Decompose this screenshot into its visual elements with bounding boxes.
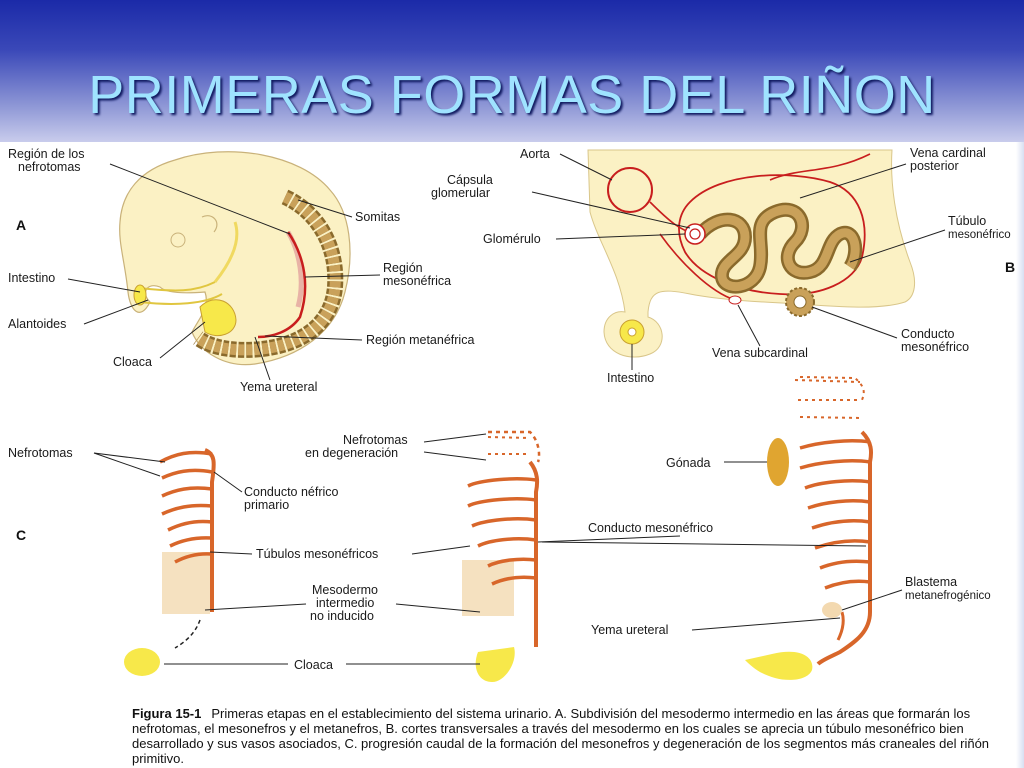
label-conducto-mesonefrico: Conducto mesonéfrico [588, 521, 713, 535]
label-nefrotomas-deg-2: en degeneración [305, 446, 398, 460]
label-aorta: Aorta [520, 147, 550, 161]
panel-c-letter: C [16, 527, 26, 543]
figure-number: Figura 15-1 [132, 706, 202, 721]
mesonephric-duct-c2 [528, 460, 540, 647]
mesonephric-duct-c3 [816, 430, 873, 666]
label-nefrotomas: Nefrotomas [8, 446, 73, 460]
glomerulus [684, 223, 706, 245]
kidney-diagram: A Región de los nefrotomas Somitas Intes… [8, 146, 1015, 682]
label-alantoides: Alantoides [8, 317, 66, 331]
label-cloaca-a: Cloaca [113, 355, 152, 369]
label-mesodermo-2: intermedio [316, 596, 374, 610]
label-capsula: Cápsula [447, 173, 493, 187]
panel-a: A Región de los nefrotomas Somitas Intes… [8, 147, 474, 394]
mesonephric-region [257, 231, 307, 339]
label-tubulo-2: mesonéfrico [948, 229, 1011, 241]
embryo-body [119, 151, 351, 366]
label-glomerulo: Glomérulo [483, 232, 541, 246]
panel-b-letter: B [1005, 259, 1015, 275]
label-vena-cardinal-2: posterior [910, 159, 959, 173]
gut-tube [139, 281, 223, 305]
label-conducto-b-2: mesonéfrico [901, 340, 969, 354]
gonad [767, 438, 789, 486]
label-region-mesonefrica: Región [383, 261, 423, 275]
label-yema-ureteral-a: Yema ureteral [240, 380, 317, 394]
subcardinal-vein [728, 295, 742, 305]
label-tubulos: Túbulos mesonéfricos [256, 547, 378, 561]
eye-circle [170, 232, 186, 248]
label-conducto-nefrico-2: primario [244, 498, 289, 512]
panel-c: C [8, 376, 991, 682]
cloaca-c2 [475, 647, 515, 682]
label-intestino-a: Intestino [8, 271, 55, 285]
metanephric-blastema [822, 602, 842, 618]
label-cloaca-c: Cloaca [294, 658, 333, 672]
label-region-nefrotomas: Región de los [8, 147, 84, 161]
stage-2 [462, 430, 541, 682]
label-somitas: Somitas [355, 210, 400, 224]
panel-b: B Aorta Cápsula glomerular Glomérulo Ven [431, 146, 1015, 385]
label-yema-ureteral-c: Yema ureteral [591, 623, 668, 637]
cloaca-a [199, 299, 237, 336]
label-mesodermo-3: no inducido [310, 609, 374, 623]
label-intestino-b: Intestino [607, 371, 654, 385]
label-blastema-2: metanefrogénico [905, 590, 991, 602]
label-nefrotomas-deg: Nefrotomas [343, 433, 408, 447]
stage-1 [124, 448, 216, 676]
label-gonada: Gónada [666, 456, 711, 470]
label-region-mesonefrica-2: mesonéfrica [383, 274, 451, 288]
figure-caption-text: Primeras etapas en el establecimiento de… [132, 706, 990, 766]
label-conducto-b: Conducto [901, 327, 955, 341]
label-vena-cardinal: Vena cardinal [910, 146, 986, 160]
right-edge-strip [1016, 142, 1024, 768]
label-blastema: Blastema [905, 575, 957, 589]
label-region-metanefrica: Región metanéfrica [366, 333, 474, 347]
label-conducto-nefrico: Conducto néfrico [244, 485, 339, 499]
label-vena-subcardinal: Vena subcardinal [712, 346, 808, 360]
label-mesodermo: Mesodermo [312, 583, 378, 597]
slide-header: PRIMERAS FORMAS DEL RIÑON [0, 0, 1024, 142]
panel-a-letter: A [16, 217, 26, 233]
primary-nephric-duct [204, 448, 216, 612]
stage-3 [745, 376, 873, 680]
label-tubulo: Túbulo [948, 214, 986, 228]
cloaca-c3 [745, 651, 813, 680]
label-capsula-2: glomerular [431, 186, 490, 200]
aorta [607, 167, 653, 213]
slide-title: PRIMERAS FORMAS DEL RIÑON [88, 65, 936, 125]
label-region-nefrotomas-2: nefrotomas [18, 160, 81, 174]
cloaca-c1 [124, 648, 160, 676]
